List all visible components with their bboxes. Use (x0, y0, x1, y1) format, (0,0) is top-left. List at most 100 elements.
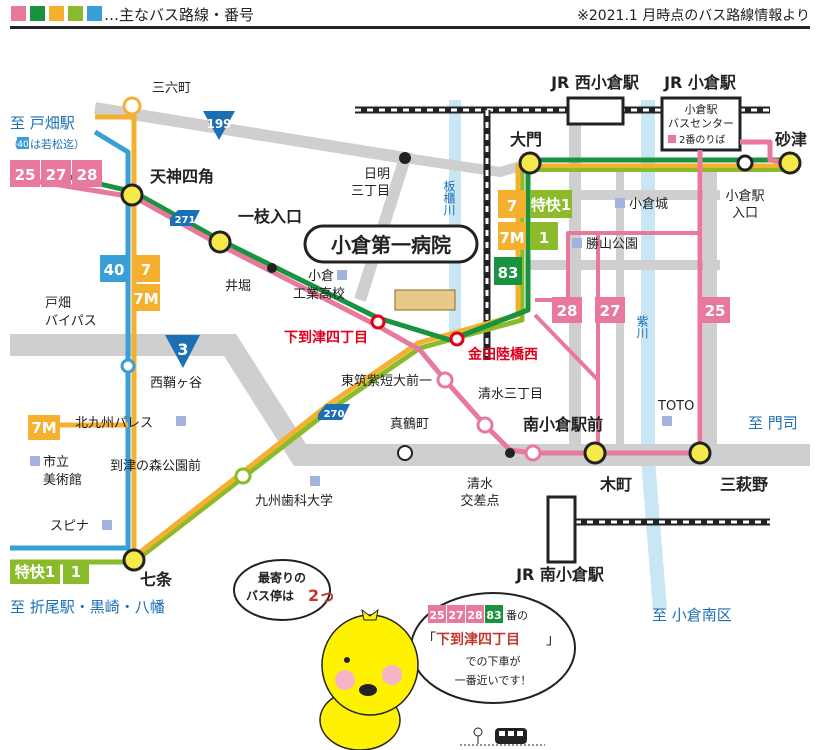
stop-kimachi (583, 441, 607, 465)
stop-label: 清水 (467, 477, 493, 492)
data-note: ※2021.1 月時点のバス路線情報より (577, 8, 810, 24)
stop-label: 砂津 (775, 130, 807, 149)
stop-ibori (267, 263, 277, 273)
badge-40: 40 (104, 261, 125, 279)
landmark-spina: スピナ (50, 519, 89, 534)
route-badges: 25 27 28 40 7 7M 7M 7 特快1 7M 1 83 28 27 … (10, 160, 730, 584)
dest-monji: 至 門司 (748, 414, 798, 432)
badge-7: 7 (141, 261, 151, 279)
stop-sunatsu (778, 151, 802, 175)
route-3-label: 3 (177, 340, 188, 359)
stop-label: 大門 (510, 130, 542, 149)
legend-text: …主なバス路線・番号 (104, 6, 254, 24)
stop-label: 三萩野 (720, 475, 768, 494)
legend-swatch-blue (87, 6, 102, 21)
stop-label: 西鞘ヶ谷 (150, 376, 202, 391)
station-kokura: JR 小倉駅 (663, 73, 737, 92)
stop-label: 七条 (140, 570, 173, 589)
river-murasaki (641, 100, 667, 611)
route-270-label: 270 (324, 409, 345, 420)
bubble-text: 一番近いです！ (455, 674, 532, 687)
bus-center-pink-icon (668, 135, 676, 143)
badge-daimon-1: 1 (539, 229, 549, 247)
stop-shimoitozu: 下到津四丁目 (284, 329, 368, 346)
bubble-text: バス停は (246, 588, 294, 603)
dog-mascot-icon (319, 608, 419, 750)
legend: …主なバス路線・番号 ※2021.1 月時点のバス路線情報より (10, 6, 810, 29)
badge-bottom-tokkai1: 特快1 (15, 563, 55, 581)
dest-note: は若松迄） (30, 137, 85, 151)
badge-28: 28 (77, 166, 98, 184)
stop-tenjin (120, 183, 144, 207)
legend-swatch-green (30, 6, 45, 21)
landmark-kokura-kogyo: 小倉 (308, 269, 334, 284)
stop-label: 東筑紫短大前一 (341, 373, 432, 389)
stop-label: 到津の森公園前 (110, 458, 201, 474)
road-label-bypass: 戸畑 (45, 296, 71, 311)
stop-sanrokucho (122, 96, 142, 116)
badge-83: 83 (498, 264, 519, 282)
stop-label: 小倉駅 (725, 189, 764, 204)
legend-swatch-lightgreen (68, 6, 83, 21)
bubble-text: 最寄りの (258, 570, 306, 585)
bus-stops: 三六町 天神四角 一枝入口 井堀 日明 三丁目 下到津四丁目 金田陸橋西 大門 … (45, 81, 807, 589)
stop-mihagino (688, 441, 712, 465)
landmark-museum: 市立 (43, 454, 69, 470)
bus-center-label: バスセンター (668, 117, 734, 130)
speech-bubble-left (233, 559, 331, 621)
legend-swatch-pink (11, 6, 26, 21)
stop-kanada: 金田陸橋西 (467, 346, 538, 363)
landmark-dental: 九州歯科大学 (255, 493, 333, 509)
route-270-shield-icon (318, 404, 350, 420)
landmark-kokura-kogyo: 工業高校 (293, 286, 345, 302)
stop-shichijo (122, 548, 146, 572)
stop-shimizu-kousaten (505, 448, 515, 458)
bus-icon (495, 728, 527, 744)
bubble-highlight: 2っ (308, 586, 335, 605)
bubble-badge: 28 (467, 609, 482, 622)
dest-note: （ (8, 138, 19, 151)
bubble-text: 」 (546, 632, 560, 648)
bus-line-pink-city (535, 231, 700, 453)
stop-higashichikushi (436, 371, 454, 389)
stop-daimon (518, 151, 542, 175)
bus-center-platform: 2番のりば (679, 134, 725, 146)
dest-tobata: 至 戸畑駅 (10, 114, 75, 132)
stop-label: 井堀 (225, 279, 251, 294)
badge-daimon-7m: 7M (499, 229, 524, 247)
bubble-highlight: 下到津四丁目 (436, 631, 520, 648)
landmark-palace: 北九州パレス (75, 416, 153, 431)
road-hiake (404, 153, 532, 178)
road-shields: 199 3 271 270 (165, 111, 350, 420)
landmark-museum: 美術館 (43, 473, 82, 488)
river-label-itabitsu: 板櫃川 (442, 180, 456, 216)
stop-nishisayagatani (120, 358, 136, 374)
bus-line-orange-west (95, 114, 137, 560)
route-199-shield-icon (203, 111, 235, 140)
bubble-badge: 27 (448, 609, 463, 622)
river-label-murasaki: 紫川 (635, 315, 649, 339)
bubble-text: 番の (506, 609, 528, 622)
badge-daimon-7: 7 (507, 197, 517, 215)
stop-minamikokura-mae (524, 444, 542, 462)
stop-label: 木町 (599, 475, 632, 494)
stop-ichieda (208, 230, 232, 254)
station-nishikokura: JR 西小倉駅 (550, 73, 640, 92)
road-label-bypass: バイパス (45, 314, 97, 329)
hospital-label-box (303, 224, 479, 264)
stop-label: 清水三丁目 (478, 387, 543, 402)
mascot-area: 最寄りの バス停は 2っ 25 27 28 83 番の 「 下到津四丁目 」 で… (233, 559, 576, 750)
badge-27: 27 (46, 166, 67, 184)
dest-note-num: 40 (17, 140, 29, 150)
badge-palace-7m: 7M (31, 419, 56, 437)
stop-shimoitozu-pin-icon (370, 314, 386, 330)
badge-city-25: 25 (705, 302, 726, 320)
dest-orio: 至 折尾駅・黒崎・八幡 (10, 598, 165, 616)
stop-shimizu3 (476, 416, 494, 434)
landmarks: 小倉第一病院 小倉 工業高校 小倉城 勝山公園 TOTO 北九州パレス 市立 美… (30, 197, 694, 534)
route-199-label: 199 (206, 117, 231, 131)
stop-hiake (399, 152, 411, 164)
badge-tokkai1: 特快1 (531, 196, 571, 214)
badge-25: 25 (15, 166, 36, 184)
